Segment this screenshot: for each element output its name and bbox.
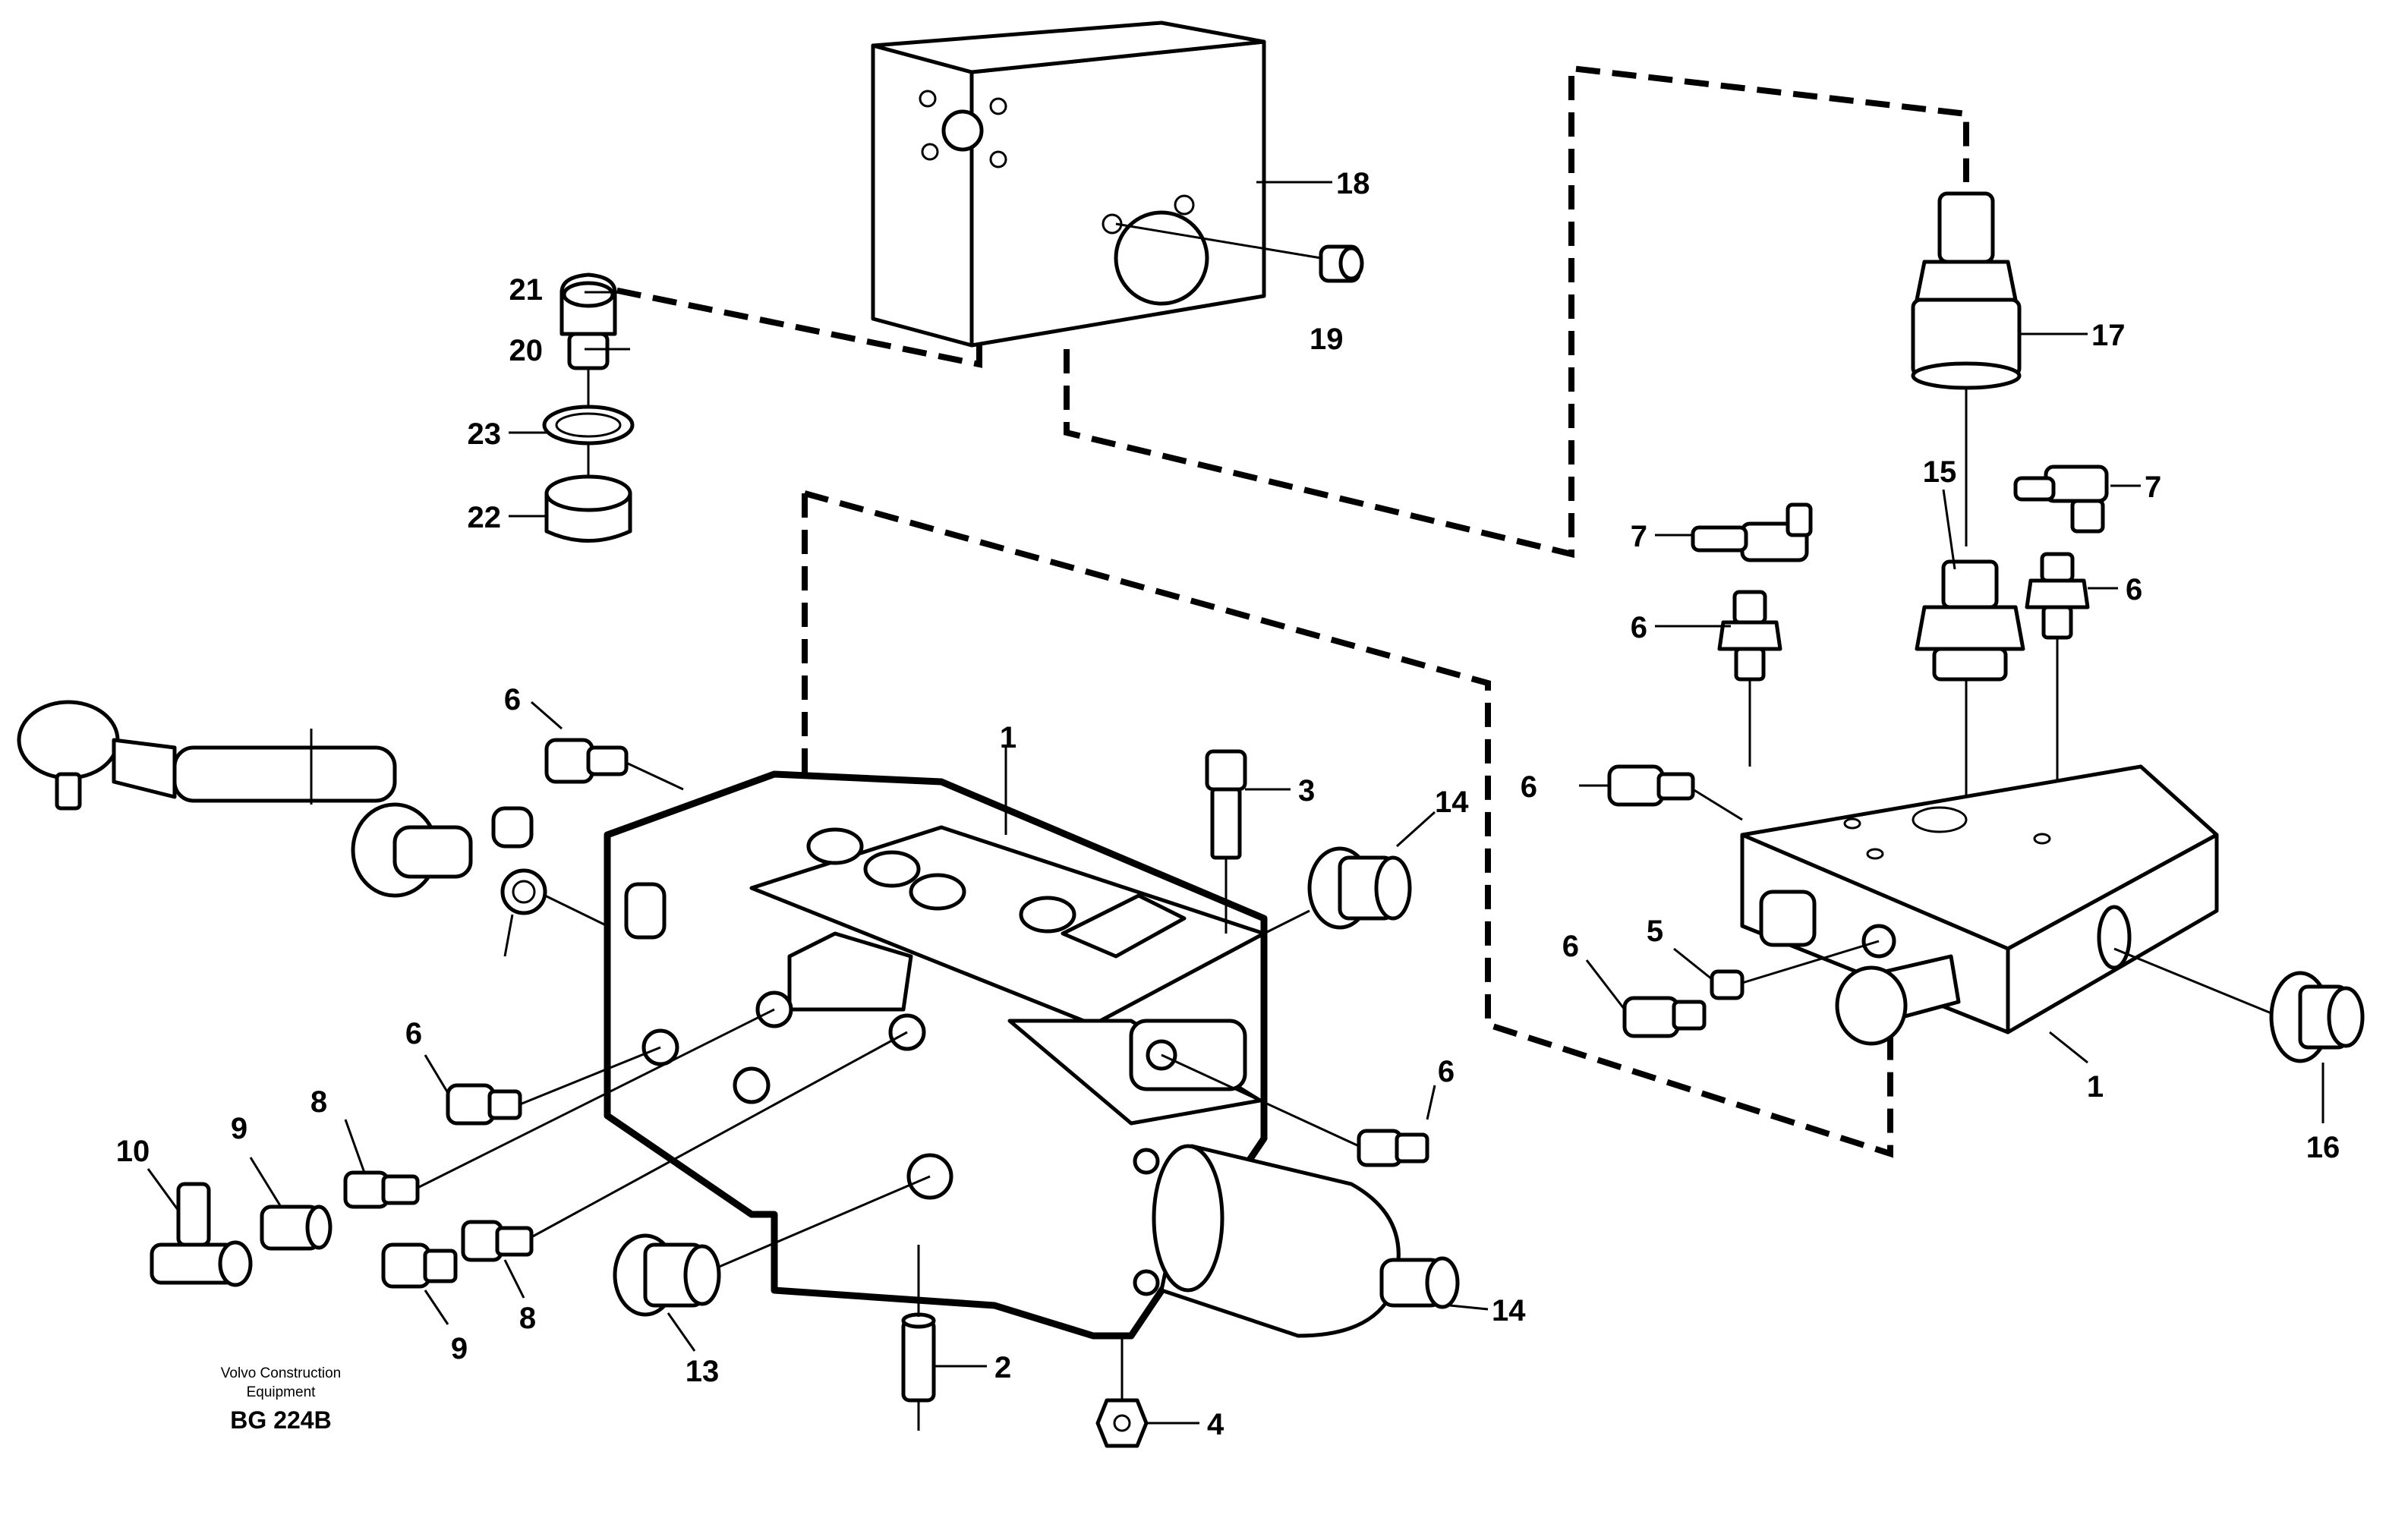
callout-8-upper: 8	[310, 1085, 327, 1119]
callout-13: 14	[1435, 786, 1469, 819]
part-6-fitting-main-right	[1161, 1053, 1429, 1167]
callout-17: 19	[1310, 323, 1344, 356]
part-3-bolt	[1205, 749, 1247, 934]
callout-10: 10	[116, 1135, 150, 1168]
part-1-right-valve-block	[1740, 764, 2219, 1046]
part-6-fitting-left-top	[544, 738, 684, 791]
callout-6-main-right: 6	[1438, 1055, 1455, 1088]
callout-18: 20	[509, 334, 544, 367]
part-6-fitting-right-b	[2025, 552, 2090, 858]
callout-21: 23	[468, 417, 502, 451]
part-11-fitting	[613, 1175, 931, 1317]
callout-7-right: 7	[2145, 471, 2161, 504]
callout-5: 5	[1647, 915, 1663, 948]
callout-2: 2	[994, 1351, 1011, 1384]
part-10-tee	[150, 1182, 253, 1287]
part-1-main-valve-body	[604, 770, 1268, 1340]
callout-1-main: 1	[1000, 721, 1016, 754]
callout-6-right-far: 6	[2126, 573, 2142, 606]
callout-6-left-mid: 6	[405, 1017, 422, 1050]
callout-labels: 18 19 21 20 23 22 17 15 7 7 6 6 6 6 5 1 …	[116, 167, 2340, 1441]
part-6-fitting-right-c	[1607, 764, 1743, 821]
callout-9-upper: 9	[231, 1112, 247, 1145]
callout-19: 21	[509, 273, 544, 307]
caption-drawing-code: BG 224B	[230, 1406, 331, 1434]
callout-leaders	[147, 181, 2324, 1425]
part-6-fitting-right-a	[1717, 590, 1782, 767]
callout-8-lower: 8	[519, 1302, 536, 1335]
callout-11: 13	[686, 1355, 720, 1388]
part-6-fitting-right-d	[1622, 996, 1707, 1038]
callout-14-right: 16	[2306, 1131, 2340, 1164]
diagram-caption: Volvo Construction Equipment BG 224B	[221, 1365, 341, 1434]
part-4-nut	[1095, 1336, 1149, 1448]
callout-6-right-lower: 6	[1562, 930, 1579, 963]
part-19-18-21-20-stack	[542, 272, 635, 543]
part-15-fitting	[1911, 191, 2022, 546]
part-8-adapter-lower	[461, 1031, 908, 1262]
part-9-adapter-lower	[381, 1242, 458, 1289]
callout-6-right-block: 6	[1521, 770, 1537, 804]
callout-3: 3	[1298, 774, 1315, 808]
callout-7-left: 7	[1631, 520, 1647, 553]
callout-4: 4	[1207, 1408, 1224, 1441]
part-23-nut	[500, 868, 608, 927]
part-7-tee-left	[1691, 502, 1813, 562]
part-14-upper-fitting	[1915, 559, 2025, 812]
part-16-block	[871, 20, 1266, 348]
callout-6-left-top: 6	[504, 683, 521, 716]
callout-20: 22	[468, 501, 502, 534]
callout-14-top: 15	[1923, 455, 1957, 489]
part-9-adapter-upper	[260, 1205, 333, 1251]
part-22-tie-rod	[17, 700, 534, 898]
callout-1-right: 1	[2087, 1070, 2104, 1104]
callout-6-right-upper: 6	[1631, 611, 1647, 644]
callout-16: 18	[1336, 167, 1370, 200]
callout-12: 14	[1492, 1294, 1526, 1327]
part-6-fitting-left-mid	[446, 1046, 661, 1126]
part-5-plug	[1710, 940, 1880, 1000]
part-2-pin	[901, 1245, 936, 1431]
part-7-tee-right	[2013, 464, 2109, 534]
part-12-cylinder	[1152, 1144, 1460, 1338]
callout-9-lower: 9	[451, 1332, 468, 1365]
part-14-side-fitting	[2113, 947, 2365, 1063]
caption-company-line1: Volvo Construction	[221, 1365, 341, 1381]
part-17-plug	[1115, 222, 1364, 283]
caption-company-line2: Equipment	[247, 1384, 317, 1400]
part-13-fitting	[1263, 846, 1412, 935]
part-8-adapter-upper	[343, 1008, 775, 1209]
callout-15: 17	[2091, 319, 2126, 352]
